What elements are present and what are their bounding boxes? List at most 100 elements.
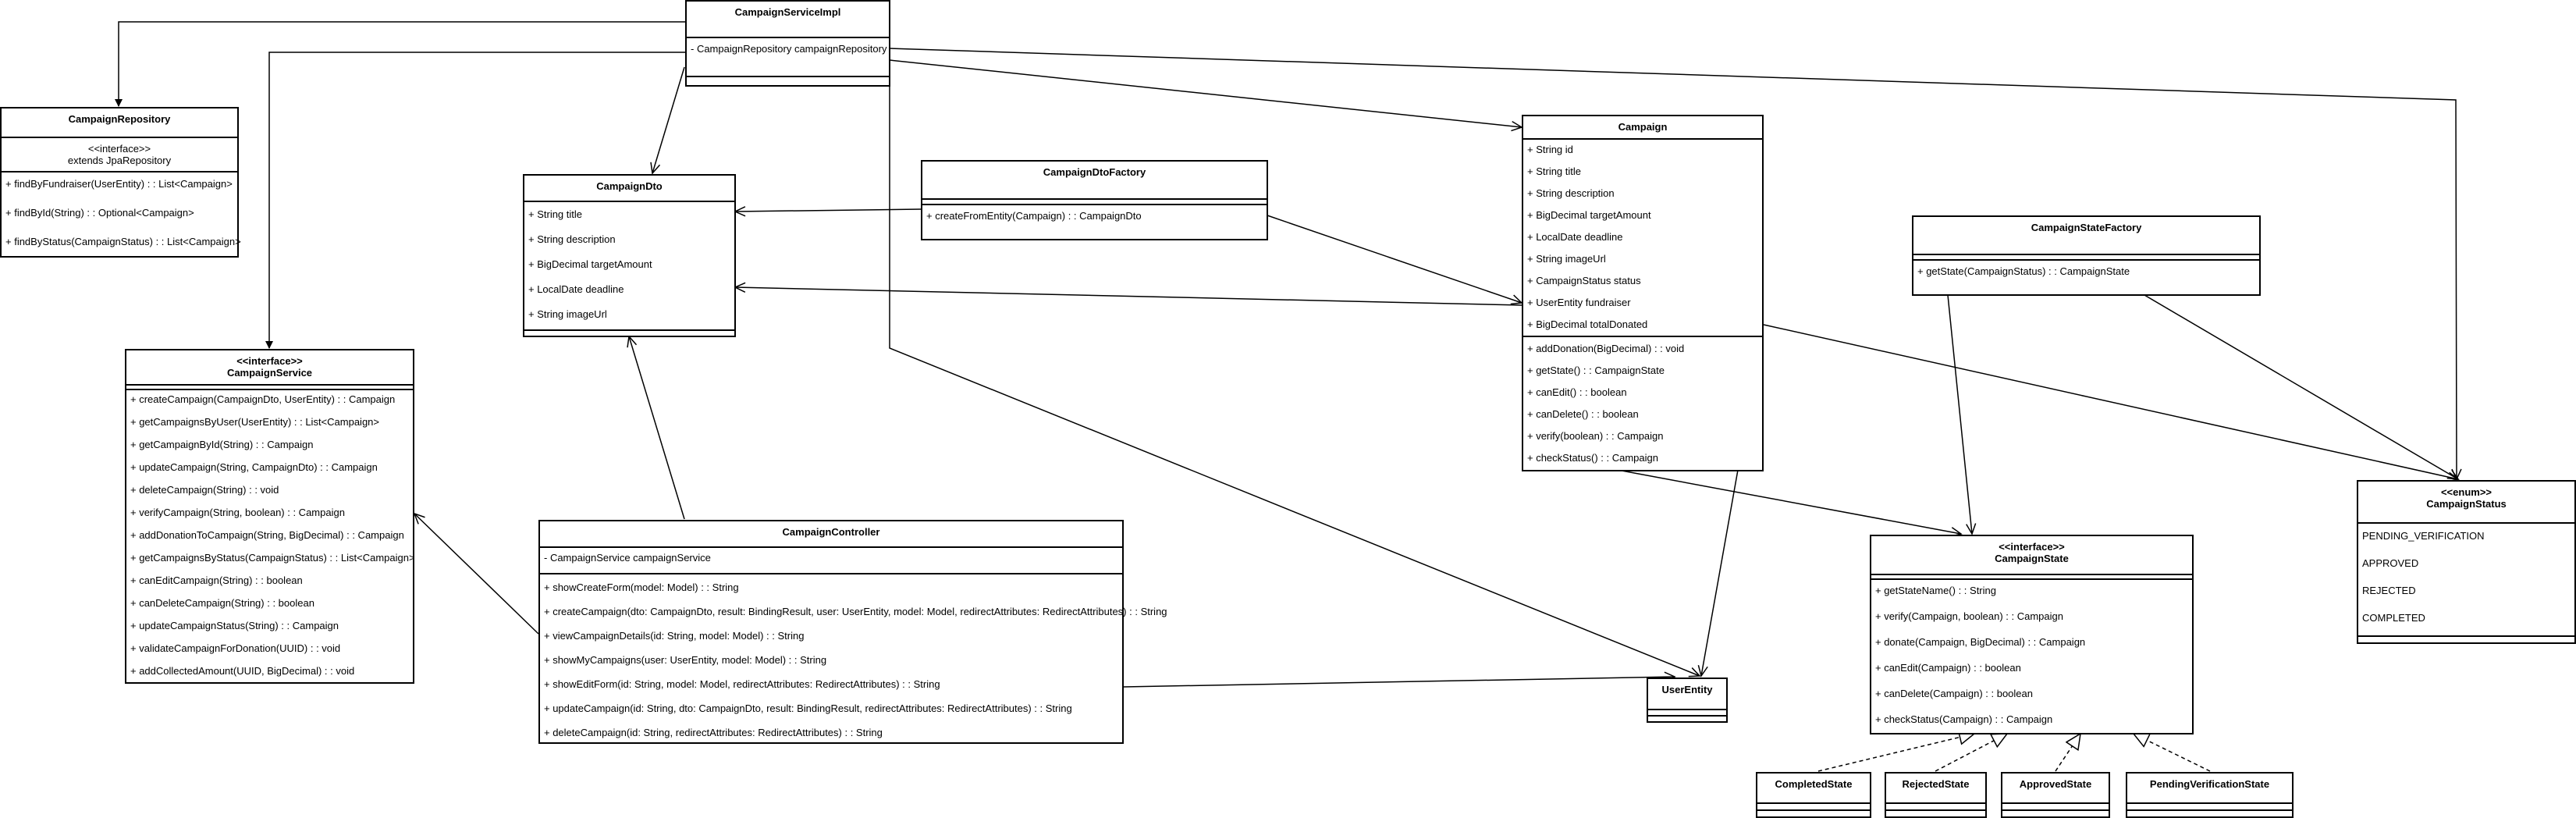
field: + CampaignStatus status [1527,275,1641,286]
method: + createCampaign(CampaignDto, UserEntity… [130,393,396,405]
method: + canDelete() : : boolean [1527,408,1639,420]
stereotype: <<interface>> [236,355,303,367]
method: + addCollectedAmount(UUID, BigDecimal) :… [130,665,355,677]
class-user-entity[interactable]: UserEntity [1647,678,1728,723]
enum-value: APPROVED [2362,557,2419,569]
field: + String imageUrl [528,308,607,320]
method: + updateCampaign(id: String, dto: Campai… [544,702,1072,714]
class-campaign-repository[interactable]: CampaignRepository <<interface>> extends… [0,107,241,258]
extends-note: extends JpaRepository [67,155,172,166]
method: + updateCampaignStatus(String) : : Campa… [130,620,339,631]
method: + createCampaign(dto: CampaignDto, resul… [544,606,1167,617]
field: + LocalDate deadline [1527,231,1623,243]
field: + LocalDate deadline [528,283,624,295]
method: + canEdit() : : boolean [1527,386,1627,398]
class-name: CampaignRepository [68,113,171,125]
field: + BigDecimal targetAmount [528,258,652,270]
edge-approved-realizes [2055,734,2080,772]
edge-controller-service [413,512,539,635]
method: + showCreateForm(model: Model) : : Strin… [544,581,739,593]
edge-dtofactory-campaign [1267,215,1523,305]
class-name: CampaignDto [596,180,663,192]
class-name: UserEntity [1661,684,1713,695]
method: + verify(Campaign, boolean) : : Campaign [1875,610,2063,622]
method: + findByStatus(CampaignStatus) : : List<… [5,236,241,247]
class-name: CampaignStateFactory [2031,222,2142,233]
method: + deleteCampaign(String) : : void [130,484,279,496]
class-name: CampaignStatus [2426,498,2507,510]
method: + addDonation(BigDecimal) : : void [1527,343,1685,354]
class-campaign-controller[interactable]: CampaignController - CampaignService cam… [538,520,1167,744]
field: + String imageUrl [1527,253,1606,265]
method: + validateCampaignForDonation(UUID) : : … [130,642,341,654]
edge-dtofactory-dto [734,206,922,217]
method: + getCampaignsByStatus(CampaignStatus) :… [130,552,415,564]
edge-campaign-state [1621,470,1963,538]
edge-statefactory-state [1947,294,1977,535]
method: + getState(CampaignStatus) : : CampaignS… [1917,265,2130,277]
method: + verify(boolean) : : Campaign [1527,430,1664,442]
enum-value: PENDING_VERIFICATION [2362,530,2485,542]
method: + getCampaignById(String) : : Campaign [130,439,314,450]
field: - CampaignRepository campaignRepository [691,43,887,55]
method: + createFromEntity(Campaign) : : Campaig… [926,210,1142,222]
method: + getStateName() : : String [1875,585,1996,596]
class-approved-state[interactable]: ApprovedState [2001,772,2110,818]
method: + verifyCampaign(String, boolean) : : Ca… [130,507,345,518]
method: + canDelete(Campaign) : : boolean [1875,688,2033,699]
field: + UserEntity fundraiser [1527,297,1631,308]
class-campaign[interactable]: Campaign + String id + String title + St… [1522,115,1764,471]
method: + showEditForm(id: String, model: Model,… [544,678,940,690]
edge-controller-dto [627,335,685,520]
class-name: CampaignDtoFactory [1043,166,1146,178]
method: + getCampaignsByUser(UserEntity) : : Lis… [130,416,379,428]
method: + findByFundraiser(UserEntity) : : List<… [5,178,233,190]
class-campaign-dto-factory[interactable]: CampaignDtoFactory + createFromEntity(Ca… [921,160,1268,240]
class-name: CompletedState [1775,778,1853,790]
method: + updateCampaign(String, CampaignDto) : … [130,461,378,473]
field: + String title [528,208,583,220]
edge-controller-userentity [1123,671,1676,688]
method: + canEditCampaign(String) : : boolean [130,574,303,586]
class-name: CampaignState [1995,553,2069,564]
edge-impl-dto [650,66,685,175]
edge-statefactory-status [2144,294,2460,480]
edge-campaign-dto [734,282,1523,306]
method: + getState() : : CampaignState [1527,365,1665,376]
class-campaign-status[interactable]: <<enum>> CampaignStatus PENDING_VERIFICA… [2357,480,2576,644]
class-completed-state[interactable]: CompletedState [1756,772,1871,818]
class-campaign-state-factory[interactable]: CampaignStateFactory + getState(Campaign… [1912,215,2261,296]
class-name: RejectedState [1902,778,1970,790]
edge-rejected-realizes [1935,734,2007,772]
field: + String description [1527,187,1615,199]
class-name: Campaign [1618,121,1668,133]
method: + deleteCampaign(id: String, redirectAtt… [544,727,883,738]
stereotype: <<enum>> [2440,486,2493,498]
enum-value: REJECTED [2362,585,2416,596]
method: + findById(String) : : Optional<Campaign… [5,207,194,219]
class-name: ApprovedState [2019,778,2092,790]
class-campaign-state[interactable]: <<interface>> CampaignState + getStateNa… [1870,535,2194,734]
edge-completed-realizes [1817,734,1974,772]
method: + showMyCampaigns(user: UserEntity, mode… [544,654,827,666]
class-pending-verification-state[interactable]: PendingVerificationState [2126,772,2294,818]
method: + checkStatus() : : Campaign [1527,452,1658,464]
class-campaign-service[interactable]: <<interface>> CampaignService + createCa… [125,349,415,684]
method: + donate(Campaign, BigDecimal) : : Campa… [1875,636,2086,648]
class-rejected-state[interactable]: RejectedState [1885,772,1987,818]
class-name: PendingVerificationState [2149,778,2270,790]
class-name: CampaignService [226,367,313,379]
edge-campaign-status [1763,324,2460,482]
field: + String id [1527,144,1573,155]
field: + BigDecimal targetAmount [1527,209,1651,221]
stereotype: <<interface>> [1999,541,2065,553]
class-campaign-service-impl[interactable]: CampaignServiceImpl - CampaignRepository… [685,0,890,87]
edge-pending-realizes [2134,734,2211,772]
method: + canEdit(Campaign) : : boolean [1875,662,2021,674]
class-name: CampaignServiceImpl [734,6,841,18]
edge-impl-repository [115,21,685,107]
method: + addDonationToCampaign(String, BigDecim… [130,529,404,541]
class-campaign-dto[interactable]: CampaignDto + String title + String desc… [523,174,736,337]
enum-value: COMPLETED [2362,612,2425,624]
field: + String description [528,233,616,245]
